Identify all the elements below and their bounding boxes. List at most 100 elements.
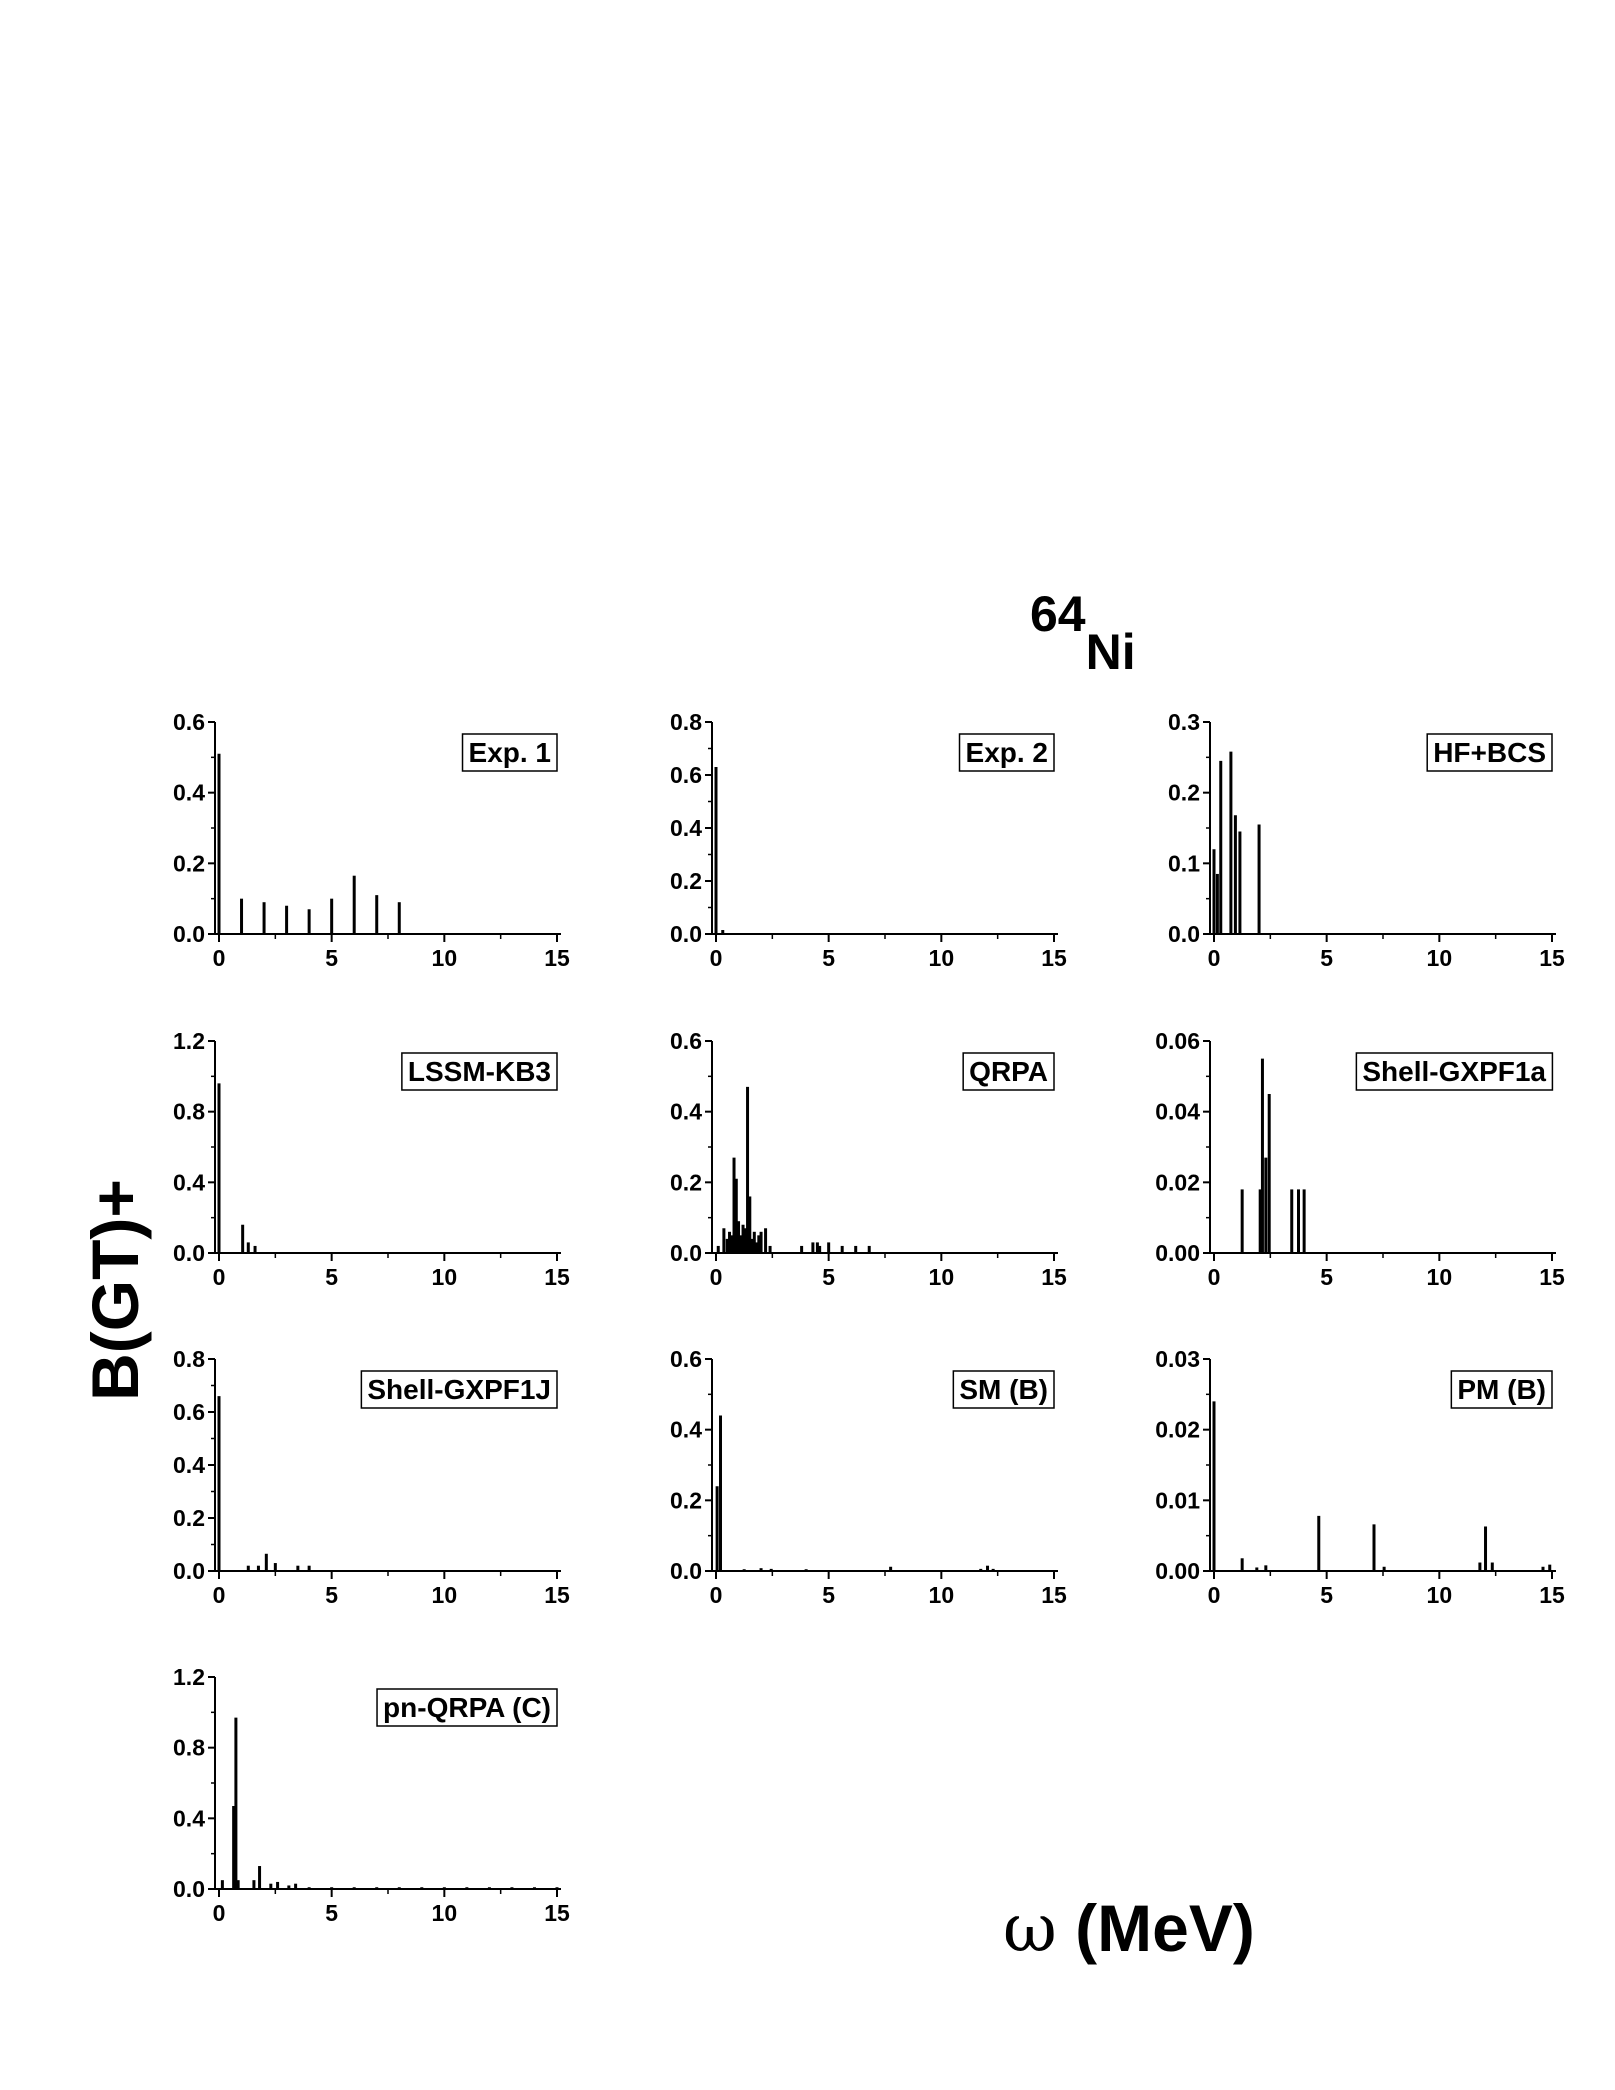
y-tick-label: 0.4 <box>173 1805 205 1831</box>
x-tick-label: 15 <box>1539 945 1565 971</box>
x-tick-label: 5 <box>325 945 338 971</box>
x-tick-label: 10 <box>432 1582 458 1608</box>
y-tick-label: 0.00 <box>1155 1240 1200 1266</box>
x-tick-label: 10 <box>1427 945 1453 971</box>
y-tick-label: 0.2 <box>670 868 702 894</box>
y-tick-label: 0.2 <box>173 850 205 876</box>
panel-label-box <box>958 733 1055 772</box>
x-tick-label: 0 <box>213 1582 226 1608</box>
panel-7: 0.0 0.2 0.4 0.6 0.8 0 5 10 15 Shell-GXPF1J <box>173 1346 570 1608</box>
y-tick-label: 0.2 <box>1168 780 1200 806</box>
y-tick-label: 0.02 <box>1155 1169 1200 1195</box>
panel-label: Exp. 2 <box>966 737 1048 768</box>
x-tick-label: 0 <box>710 1582 723 1608</box>
x-tick-label: 10 <box>432 1264 458 1290</box>
x-tick-label: 10 <box>432 1900 458 1926</box>
y-tick-label: 0.2 <box>670 1169 702 1195</box>
x-tick-label: 15 <box>544 1582 570 1608</box>
y-tick-label: 0.06 <box>1155 1028 1200 1054</box>
y-tick-label: 0.6 <box>670 1028 702 1054</box>
y-tick-label: 0.0 <box>173 1240 205 1266</box>
y-tick-label: 0.0 <box>670 921 702 947</box>
x-tick-label: 5 <box>822 1264 835 1290</box>
x-tick-label: 5 <box>1320 1264 1333 1290</box>
y-tick-label: 0.02 <box>1155 1417 1200 1443</box>
x-tick-label: 0 <box>710 1264 723 1290</box>
title-element: Ni <box>1085 624 1136 680</box>
panel-3: 0.0 0.1 0.2 0.3 0 5 10 15 HF+BCS <box>1168 709 1565 971</box>
panel-label: PM (B) <box>1457 1374 1546 1405</box>
x-axis-label-symbol: ω <box>1003 1890 1057 1967</box>
y-tick-label: 0.2 <box>173 1505 205 1531</box>
panel-5: 0.0 0.2 0.4 0.6 0 5 10 15 QRPA <box>670 1028 1067 1290</box>
panel-label: pn-QRPA (C) <box>383 1692 551 1723</box>
panel-label: Exp. 1 <box>469 737 551 768</box>
y-tick-label: 0.4 <box>670 1417 702 1443</box>
panel-label-box <box>376 1688 558 1727</box>
y-tick-label: 0.0 <box>1168 921 1200 947</box>
panel-label-box <box>1426 733 1553 772</box>
y-tick-label: 0.4 <box>670 1099 702 1125</box>
y-tick-label: 1.2 <box>173 1664 205 1690</box>
y-tick-label: 0.6 <box>173 1399 205 1425</box>
x-tick-label: 5 <box>822 945 835 971</box>
panel-label-box <box>461 733 558 772</box>
panel-label-box <box>401 1052 558 1091</box>
x-tick-label: 0 <box>213 1264 226 1290</box>
x-tick-label: 0 <box>1208 945 1221 971</box>
panel-label-box <box>360 1370 558 1409</box>
x-tick-label: 15 <box>544 1264 570 1290</box>
y-tick-label: 0.4 <box>173 780 205 806</box>
x-tick-label: 5 <box>822 1582 835 1608</box>
y-tick-label: 0.1 <box>1168 850 1200 876</box>
x-tick-label: 0 <box>213 1900 226 1926</box>
panel-label-box <box>1450 1370 1553 1409</box>
panel-label-box <box>952 1370 1055 1409</box>
x-tick-label: 10 <box>1427 1264 1453 1290</box>
panel-label: HF+BCS <box>1433 737 1546 768</box>
x-tick-label: 10 <box>929 1582 955 1608</box>
x-tick-label: 5 <box>1320 945 1333 971</box>
y-tick-label: 0.2 <box>670 1487 702 1513</box>
x-tick-label: 10 <box>1427 1582 1453 1608</box>
y-tick-label: 0.04 <box>1155 1099 1200 1125</box>
y-tick-label: 0.0 <box>173 921 205 947</box>
y-tick-label: 0.0 <box>173 1558 205 1584</box>
x-tick-label: 15 <box>1041 1264 1067 1290</box>
panel-label: SM (B) <box>959 1374 1048 1405</box>
y-tick-label: 0.03 <box>1155 1346 1200 1372</box>
y-tick-label: 0.0 <box>173 1876 205 1902</box>
x-tick-label: 0 <box>710 945 723 971</box>
y-tick-label: 0.3 <box>1168 709 1200 735</box>
y-tick-label: 0.8 <box>670 709 702 735</box>
x-tick-label: 0 <box>1208 1264 1221 1290</box>
panel-label: Shell-GXPF1J <box>367 1374 551 1405</box>
x-tick-label: 5 <box>325 1264 338 1290</box>
panel-label-box <box>962 1052 1055 1091</box>
panel-label-box <box>1355 1052 1554 1091</box>
y-tick-label: 0.6 <box>670 762 702 788</box>
y-tick-label: 0.6 <box>670 1346 702 1372</box>
x-tick-label: 10 <box>929 945 955 971</box>
y-tick-label: 0.4 <box>670 815 702 841</box>
y-tick-label: 0.0 <box>670 1240 702 1266</box>
y-axis-label: B(GT)+ <box>78 1179 152 1401</box>
title-mass-number: 64 <box>1030 586 1086 642</box>
y-tick-label: 0.8 <box>173 1099 205 1125</box>
x-tick-label: 10 <box>929 1264 955 1290</box>
x-tick-label: 5 <box>325 1582 338 1608</box>
x-tick-label: 15 <box>544 1900 570 1926</box>
figure-title: 64Ni <box>1030 585 1136 680</box>
panel-label: QRPA <box>969 1056 1048 1087</box>
y-tick-label: 0.4 <box>173 1452 205 1478</box>
panel-label: Shell-GXPF1a <box>1362 1056 1546 1087</box>
y-tick-label: 0.8 <box>173 1346 205 1372</box>
x-tick-label: 0 <box>213 945 226 971</box>
